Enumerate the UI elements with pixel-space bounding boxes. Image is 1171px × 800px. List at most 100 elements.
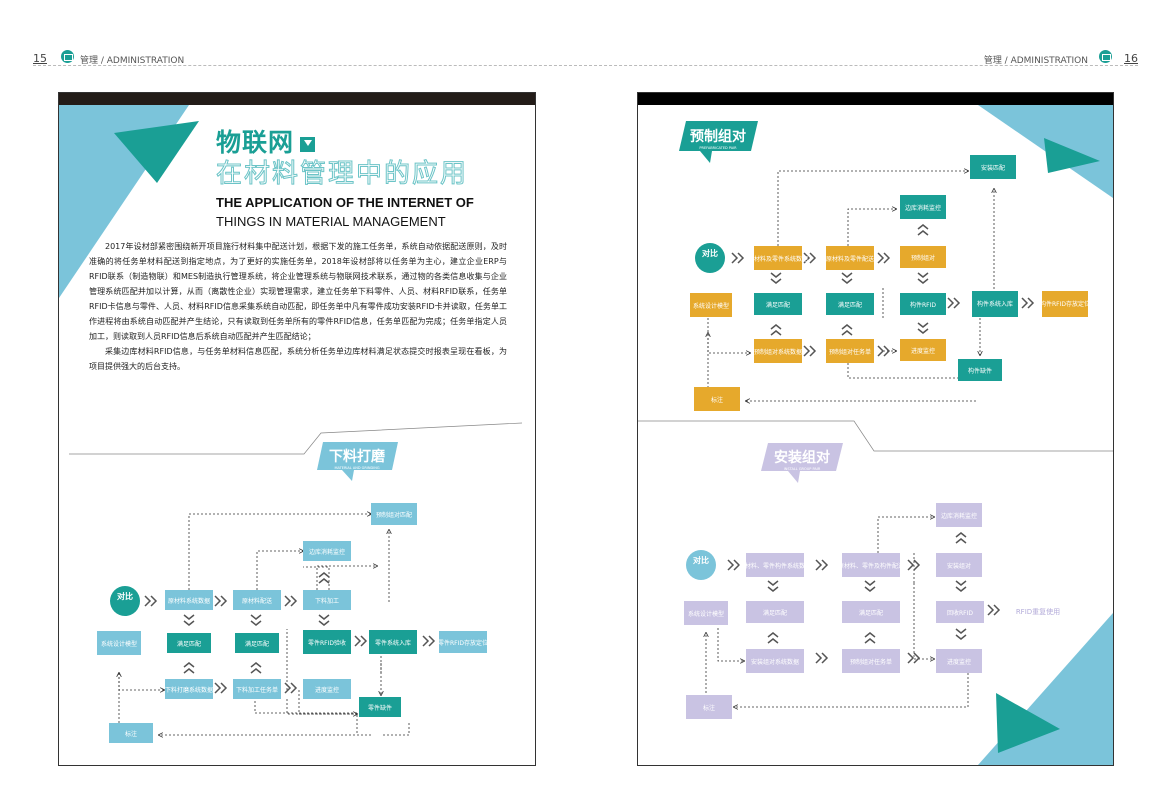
design-model-node: 系统设计模型 [690,293,732,317]
svg-text:满足匹配: 满足匹配 [859,609,883,617]
svg-text:零件缺件: 零件缺件 [368,704,392,712]
svg-text:构件缺件: 构件缺件 [968,367,992,375]
satisfy-match-node: 满足匹配 [826,293,874,315]
prefab-match-node: 预制组对匹配 [371,503,417,525]
svg-text:安装匹配: 安装匹配 [981,164,1005,172]
header-bar [59,93,535,105]
rfid-accept-node: 零件RFID验收 [303,630,351,654]
svg-text:预制组对: 预制组对 [911,254,935,262]
svg-text:安装组对: 安装组对 [774,449,830,466]
note-node: 标注 [109,723,153,743]
svg-text:标注: 标注 [125,730,137,738]
svg-text:RFID重复使用: RFID重复使用 [1016,607,1060,616]
svg-text:构件RFID存放定位: 构件RFID存放定位 [1040,300,1090,308]
svg-text:对比: 对比 [117,591,133,601]
note-node: 标注 [686,695,732,719]
svg-text:对比: 对比 [693,555,709,565]
svg-text:预制组对任务单: 预制组对任务单 [829,348,871,356]
svg-text:满足匹配: 满足匹配 [763,609,787,617]
compare-node: 对比 [695,243,725,273]
recycle-rfid-node: 回收RFID [936,601,984,623]
raw-material-dist-node: 原材料、零件及构件配送 [838,553,904,577]
monitor-icon [61,50,74,63]
cutting-section-title: 下料打磨 MATERIAL AND GRINDING [317,442,398,481]
edge-consume-node: 边库消耗监控 [303,541,351,561]
svg-text:标注: 标注 [703,704,715,712]
svg-text:原材料配送: 原材料配送 [242,597,272,605]
svg-text:预制组对: 预制组对 [690,128,746,145]
raw-material-data-node: 原材料、零件构件系统数据 [739,553,811,577]
part-storage-node: 零件系统入库 [369,630,417,654]
cutting-data-node: 下料打磨系统数据 [165,679,213,699]
flow-chevrons [727,532,1001,664]
edge-consume-node: 边库消耗监控 [900,195,946,219]
svg-text:回收RFID: 回收RFID [947,609,973,617]
svg-text:下料加工任务单: 下料加工任务单 [236,686,278,694]
svg-text:满足匹配: 满足匹配 [766,301,790,309]
right-page-graphics: 预制组对 PREFABRICATED PAIR [638,105,1113,765]
install-data-node: 安装组对系统数据 [746,649,804,673]
storage-position-node: 零件RFID存放定位 [438,631,488,653]
satisfy-match-node: 满足匹配 [235,633,279,653]
svg-text:标注: 标注 [711,396,723,404]
task-order-node: 预制组对任务单 [826,339,874,363]
svg-text:安装组对: 安装组对 [947,562,971,570]
prefab-section-title: 预制组对 PREFABRICATED PAIR [679,121,758,163]
teal-triangle-decoration [114,121,199,183]
svg-text:零件系统入库: 零件系统入库 [375,639,411,647]
svg-text:构件系统入库: 构件系统入库 [977,300,1013,308]
svg-text:PREFABRICATED PAIR: PREFABRICATED PAIR [699,146,737,150]
right-section-label: 管理 / ADMINISTRATION [983,56,1088,66]
svg-text:原材料及零件配送: 原材料及零件配送 [826,255,874,263]
svg-text:下料打磨系统数据: 下料打磨系统数据 [165,686,213,694]
svg-text:INSTALL GROUP PAIR: INSTALL GROUP PAIR [784,467,821,471]
raw-material-data-node: 原材料及零件系统数据 [748,246,808,270]
svg-text:满足匹配: 满足匹配 [838,301,862,309]
rfid-reuse-node: RFID重复使用 [1010,599,1066,625]
svg-text:预制组对系统数据: 预制组对系统数据 [754,348,802,356]
svg-text:系统设计模型: 系统设计模型 [693,302,729,310]
svg-text:下料加工: 下料加工 [315,597,339,605]
prefab-data-node: 预制组对系统数据 [754,339,802,363]
left-page-graphics [59,105,523,455]
teal-triangle-decoration [996,693,1060,753]
svg-text:系统设计模型: 系统设计模型 [688,610,724,618]
svg-text:进度监控: 进度监控 [315,686,339,694]
svg-text:零件RFID验收: 零件RFID验收 [308,639,346,647]
flow-chevrons [144,572,436,694]
compare-node: 对比 [110,586,140,616]
svg-text:下料打磨: 下料打磨 [329,448,386,465]
article-title-en: THE APPLICATION OF THE INTERNET OF THING… [216,195,474,229]
svg-text:原材料及零件系统数据: 原材料及零件系统数据 [748,255,808,263]
monitor-icon [1099,50,1112,63]
storage-position-node: 构件RFID存放定位 [1040,291,1090,317]
svg-text:边库消耗监控: 边库消耗监控 [309,548,345,556]
article-body: 2017年设材部紧密围绕新开项目施行材料集中配送计划，根据下发的施工任务单，系统… [89,239,507,374]
note-node: 标注 [694,387,740,411]
page-header: 15 管理 / ADMINISTRATION 管理 / ADMINISTRATI… [33,50,1138,68]
right-page: 预制组对 PREFABRICATED PAIR [637,92,1114,766]
progress-monitor-node: 进度监控 [900,339,946,361]
svg-text:边库消耗监控: 边库消耗监控 [941,512,977,520]
article-title-cn-2: 在材料管理中的应用 [215,159,469,190]
svg-text:安装组对系统数据: 安装组对系统数据 [751,658,799,666]
svg-text:系统设计模型: 系统设计模型 [101,640,137,648]
design-model-node: 系统设计模型 [684,601,728,625]
progress-monitor-node: 进度监控 [303,679,351,699]
flow-chevrons [731,224,1035,357]
install-match-node: 安装匹配 [970,155,1016,179]
article-paragraph: 2017年设材部紧密围绕新开项目施行材料集中配送计划，根据下发的施工任务单，系统… [89,242,507,341]
svg-text:零件RFID存放定位: 零件RFID存放定位 [438,639,488,647]
install-assemble-node: 安装组对 [936,553,982,577]
article-title-cn-1: 物联网 [216,123,316,159]
svg-text:预制组对匹配: 预制组对匹配 [376,511,412,519]
svg-text:原材料系统数据: 原材料系统数据 [168,597,210,605]
task-order-node: 下料加工任务单 [233,679,281,699]
component-storage-node: 构件系统入库 [972,291,1018,317]
missing-parts-node: 零件缺件 [359,697,401,717]
cutting-flowchart: 下料打磨 MATERIAL AND GRINDING [97,442,488,743]
svg-text:对比: 对比 [702,248,718,258]
prefab-assemble-node: 预制组对 [900,246,946,268]
task-order-node: 预制组对任务单 [842,649,900,673]
progress-monitor-node: 进度监控 [936,649,982,673]
